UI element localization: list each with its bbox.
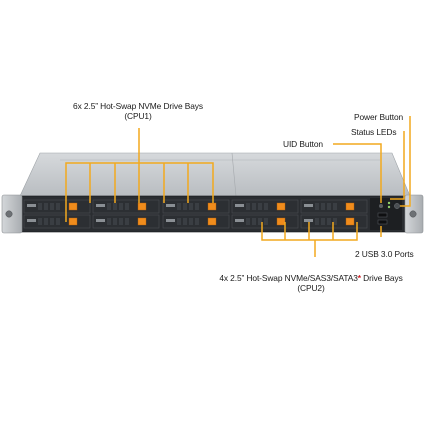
status-leds-label: Status LEDs	[351, 127, 397, 137]
asterisk-mark: *	[357, 273, 361, 283]
control-panel	[370, 198, 402, 230]
chassis-top	[19, 152, 411, 197]
drive-latch[interactable]	[68, 202, 78, 211]
power-button-label: Power Button	[354, 112, 404, 122]
nvme-bays-callout: 6x 2.5” Hot-Swap NVMe Drive Bays (CPU1)	[58, 101, 218, 121]
nvme-bays-label: 6x 2.5” Hot-Swap NVMe Drive Bays	[73, 101, 203, 111]
drive-tray[interactable]	[300, 199, 368, 214]
status-led	[387, 205, 391, 209]
mixed-bays-cpu-label: (CPU2)	[297, 283, 325, 293]
drive-tray[interactable]	[92, 214, 160, 229]
drive-latch[interactable]	[137, 202, 147, 211]
mixed-bays-label-suffix: Drive Bays	[360, 273, 403, 283]
drive-tray[interactable]	[231, 199, 299, 214]
uid-button-label: UID Button	[283, 139, 323, 149]
left-rack-ear	[1, 194, 23, 234]
drive-latch[interactable]	[345, 217, 355, 226]
mixed-bays-callout: 4x 2.5” Hot-Swap NVMe/SAS3/SATA3* Drive …	[188, 273, 424, 293]
drive-latch[interactable]	[68, 217, 78, 226]
drive-tray[interactable]	[231, 214, 299, 229]
nvme-bays-cpu-label: (CPU1)	[124, 111, 152, 121]
callout-lines	[65, 116, 411, 257]
drive-latch[interactable]	[207, 217, 217, 226]
drive-latch[interactable]	[345, 202, 355, 211]
drive-latch[interactable]	[137, 217, 147, 226]
drive-tray[interactable]	[23, 199, 91, 214]
power-button[interactable]	[394, 203, 400, 209]
mixed-bays-label: 4x 2.5” Hot-Swap NVMe/SAS3/SATA3	[219, 273, 358, 283]
drive-tray[interactable]	[300, 214, 368, 229]
drive-latch[interactable]	[276, 202, 286, 211]
right-rack-ear	[404, 194, 424, 234]
drive-latch[interactable]	[207, 202, 217, 211]
usb-port[interactable]	[377, 212, 388, 218]
status-led	[387, 201, 391, 205]
drive-trays	[23, 199, 368, 229]
drive-tray[interactable]	[162, 199, 230, 214]
drive-tray[interactable]	[162, 214, 230, 229]
usb-port[interactable]	[377, 219, 388, 225]
drive-latch[interactable]	[276, 217, 286, 226]
drive-tray[interactable]	[92, 199, 160, 214]
uid-button[interactable]	[379, 204, 383, 208]
usb-ports-label: 2 USB 3.0 Ports	[355, 249, 414, 259]
drive-tray[interactable]	[23, 214, 91, 229]
